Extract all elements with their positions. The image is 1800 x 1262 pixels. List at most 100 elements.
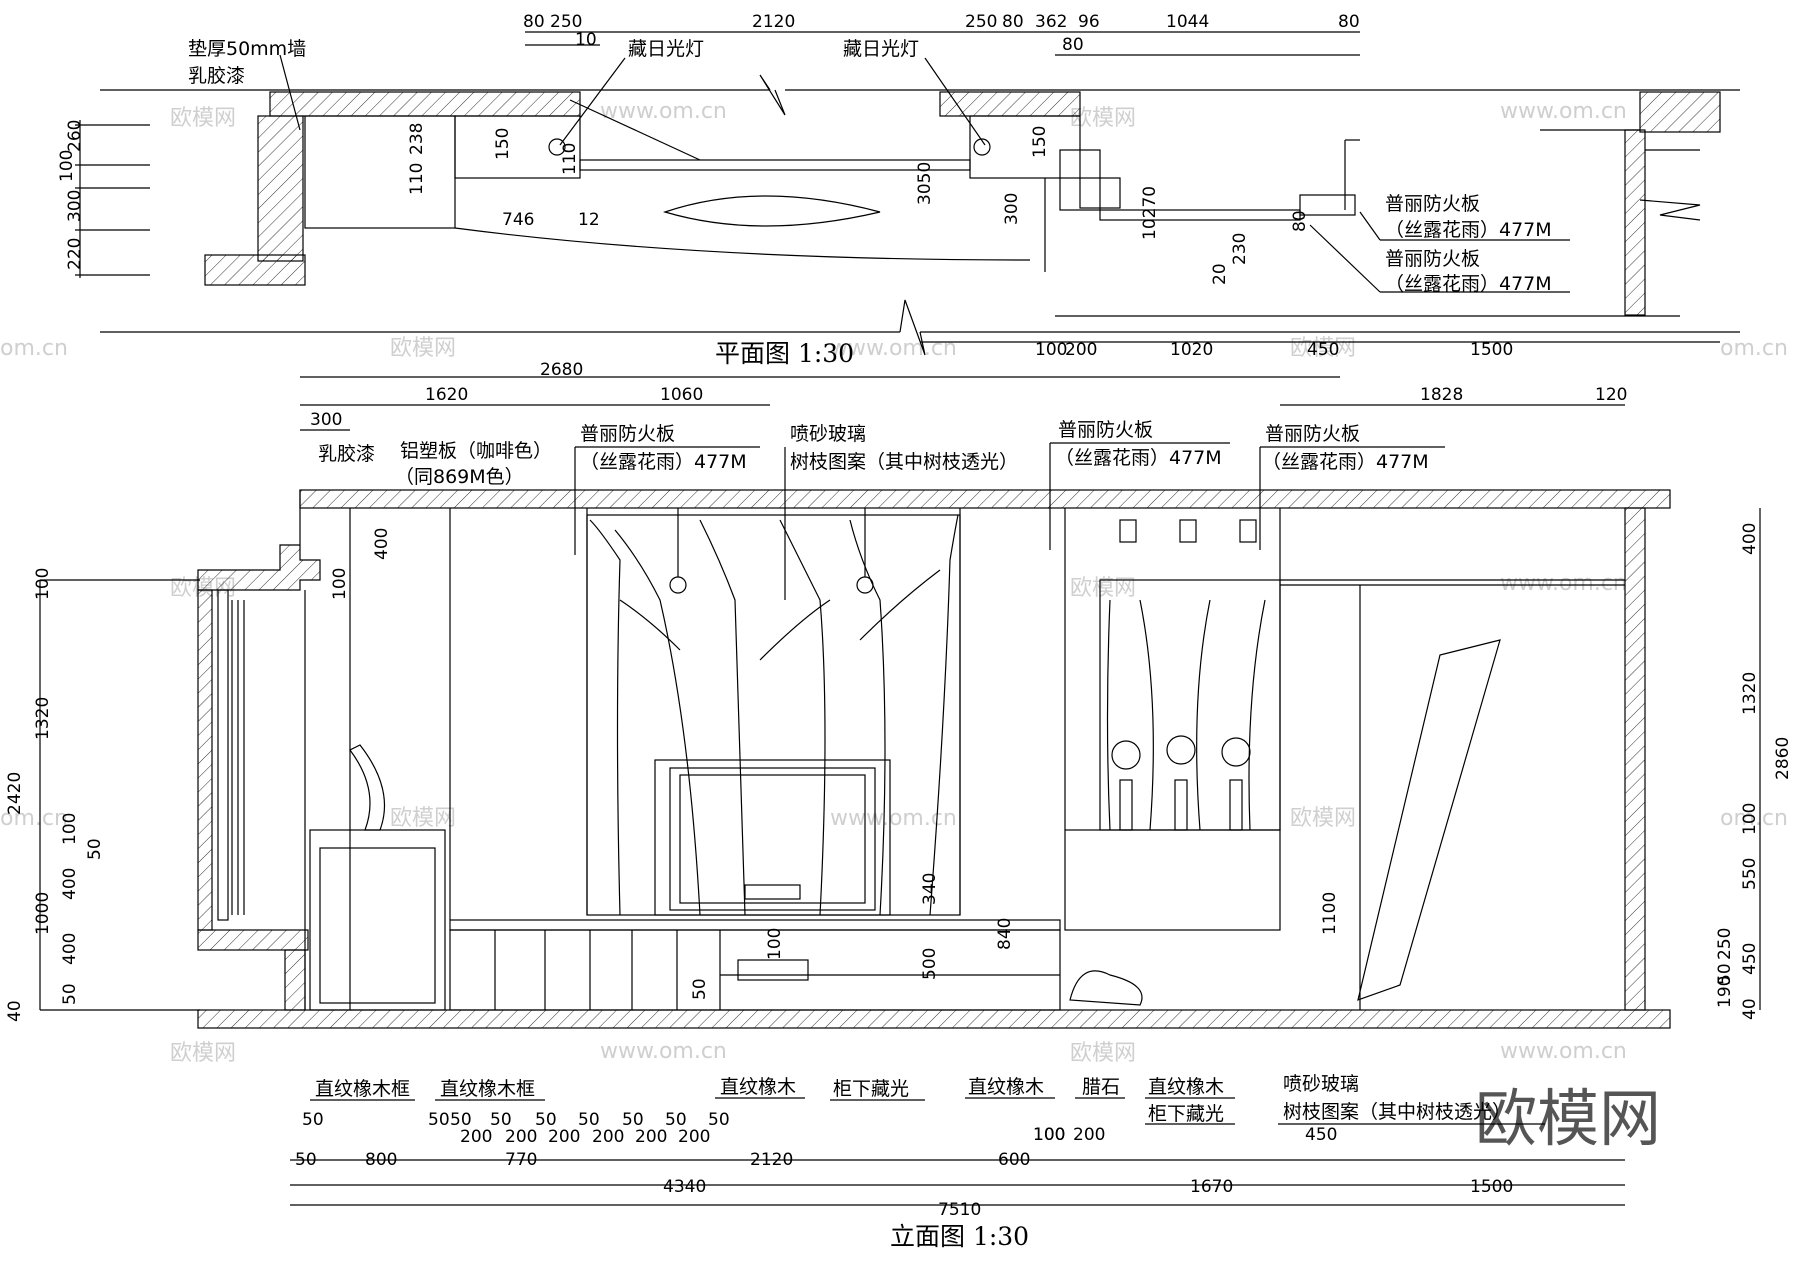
- elev-label-boardA2: （丝露花雨）477M: [580, 451, 747, 473]
- elev-dim-bottom-4: 1500: [1470, 1177, 1513, 1197]
- elev-dim-inner: 1100: [1320, 892, 1340, 935]
- elev-dim-left: 400: [60, 868, 80, 900]
- watermark-site: om.cn: [1720, 806, 1788, 831]
- plan-dim-inner: 238: [407, 123, 427, 155]
- elev-dim-bottom-3: 770: [505, 1150, 537, 1170]
- plan-label-light2: 藏日光灯: [843, 38, 919, 60]
- watermark-site: www.om.cn: [830, 806, 957, 831]
- watermark-site: www.om.cn: [1500, 571, 1627, 596]
- elev-dim-bottom-4: 1670: [1190, 1177, 1233, 1197]
- elev-dim-top: 120: [1595, 385, 1627, 405]
- elev-label-oak5: 直纹橡木: [1148, 1076, 1224, 1098]
- elev-label-boardC2: （丝露花雨）477M: [1262, 451, 1429, 473]
- elev-dim-inner: 500: [920, 948, 940, 980]
- plan-dim-left: 100: [57, 150, 77, 182]
- watermark-site: om.cn: [0, 336, 68, 361]
- elev-dim-right: 250: [1715, 928, 1735, 960]
- elev-dim-left: 1320: [33, 697, 53, 740]
- elev-dim-inner: 100: [1033, 1125, 1065, 1145]
- plan-dim-bottom: 1500: [1470, 340, 1513, 360]
- watermark-site: www.om.cn: [830, 336, 957, 361]
- tree-pattern-niche: [1106, 599, 1266, 831]
- watermark-site: om.cn: [1720, 336, 1788, 361]
- plan-dim-left: 260: [65, 120, 85, 152]
- elev-dim-bottom-1: 50: [578, 1110, 600, 1130]
- plan-dim-inner: 80: [1290, 210, 1310, 232]
- elev-dim-bottom-1: 50: [302, 1110, 324, 1130]
- plan-dim-top: 80: [1338, 12, 1360, 32]
- elev-label-underlight2: 柜下藏光: [1148, 1103, 1224, 1125]
- watermark-logo: 欧模网: [1475, 1082, 1661, 1155]
- elev-label-stone: 腊石: [1082, 1076, 1120, 1098]
- elev-dim-right: 400: [1740, 523, 1760, 555]
- elev-dim-bottom-2: 200: [592, 1127, 624, 1147]
- plan-dim-top: 2120: [752, 12, 795, 32]
- elev-dim-bottom-3: 200: [1073, 1125, 1105, 1145]
- elev-dim-bottom-3: 100: [1033, 1125, 1065, 1145]
- plan-dim-inner: 12: [578, 210, 600, 230]
- watermark-site: om.cn: [0, 806, 68, 831]
- elev-label-glass1: 喷砂玻璃: [790, 423, 866, 445]
- elev-label-alu2: （同869M色）: [395, 466, 524, 488]
- elevation-title: 立面图 1:30: [890, 1222, 1029, 1251]
- watermark-brand: 欧模网: [1290, 806, 1356, 831]
- plan-dim-upper: 10: [575, 30, 597, 50]
- elev-dim-bottom-1: 50: [428, 1110, 450, 1130]
- elev-label-paint: 乳胶漆: [318, 443, 375, 465]
- elev-dim-right: 100: [1740, 803, 1760, 835]
- watermark-site: www.om.cn: [1500, 1039, 1627, 1064]
- plan-dim-inner: 10270: [1140, 186, 1160, 240]
- elev-label-boardB2: （丝露花雨）477M: [1055, 447, 1222, 469]
- elev-dim-bottom-1: 50: [708, 1110, 730, 1130]
- elev-dim-bottom-2: 200: [635, 1127, 667, 1147]
- elev-dim-left: 1000: [33, 892, 53, 935]
- elev-dim-top: 2680: [540, 360, 583, 380]
- plan-dim-top: 362: [1035, 12, 1067, 32]
- plan-label-wall: 垫厚50mm墙: [188, 38, 306, 60]
- elevation-view: 2680 1620 1060 300 1828 120 2420 100 132…: [5, 360, 1793, 1251]
- elev-dim-bottom-2: 200: [678, 1127, 710, 1147]
- elev-dim-top: 1060: [660, 385, 703, 405]
- plan-label-board2a: 普丽防火板: [1385, 248, 1480, 270]
- elev-dim-bottom-3: 800: [365, 1150, 397, 1170]
- elev-dim-right: 450: [1740, 943, 1760, 975]
- elev-dim-bottom-3: 600: [998, 1150, 1030, 1170]
- plan-dim-bottom: 450: [1307, 340, 1339, 360]
- elev-dim-right: 550: [1740, 858, 1760, 890]
- plan-dim-inner: 110: [407, 163, 427, 195]
- plan-dim-top: 80: [1002, 12, 1024, 32]
- watermark-brand: 欧模网: [170, 106, 236, 131]
- elev-label-boardC1: 普丽防火板: [1265, 423, 1360, 445]
- elev-dim-right: 190: [1715, 976, 1735, 1008]
- elev-label-glass3: 喷砂玻璃: [1283, 1073, 1359, 1095]
- watermark-brand: 欧模网: [390, 806, 456, 831]
- watermark-site: www.om.cn: [600, 1039, 727, 1064]
- plan-dim-bottom: 200: [1065, 340, 1097, 360]
- plan-dim-top: 250: [965, 12, 997, 32]
- elev-dim-top: 1828: [1420, 385, 1463, 405]
- elev-dim-inner: 400: [372, 528, 392, 560]
- watermark-site: www.om.cn: [1500, 99, 1627, 124]
- plan-dim-top: 80: [523, 12, 545, 32]
- watermarks: 欧模网 www.om.cn 欧模网 www.om.cn om.cn 欧模网 ww…: [0, 99, 1788, 1155]
- plan-dim-inner: 110: [560, 143, 580, 175]
- elev-label-boardA1: 普丽防火板: [580, 423, 675, 445]
- tree-pattern: [589, 514, 959, 916]
- plan-dim-inner: 300: [1002, 193, 1022, 225]
- plan-dim-left: 220: [65, 238, 85, 270]
- plan-dim-inner: 150: [1030, 126, 1050, 158]
- elev-dim-total: 7510: [938, 1200, 981, 1220]
- plan-dim-inner: 746: [502, 210, 534, 230]
- watermark-brand: 欧模网: [1070, 106, 1136, 131]
- elev-label-boardB1: 普丽防火板: [1058, 419, 1153, 441]
- elev-dim-bottom-2: 200: [505, 1127, 537, 1147]
- plan-dim-top: 1044: [1166, 12, 1209, 32]
- elev-label-underlight1: 柜下藏光: [833, 1078, 909, 1100]
- elev-dim-left: 100: [33, 568, 53, 600]
- plan-dim-inner: 20: [1210, 263, 1230, 285]
- watermark-brand: 欧模网: [1070, 1041, 1136, 1066]
- elev-dim-inner: 100: [330, 568, 350, 600]
- elev-dim-inner: 100: [765, 928, 785, 960]
- plan-label-board1b: （丝露花雨）477M: [1385, 219, 1552, 241]
- plan-dim-inner: 230: [1230, 233, 1250, 265]
